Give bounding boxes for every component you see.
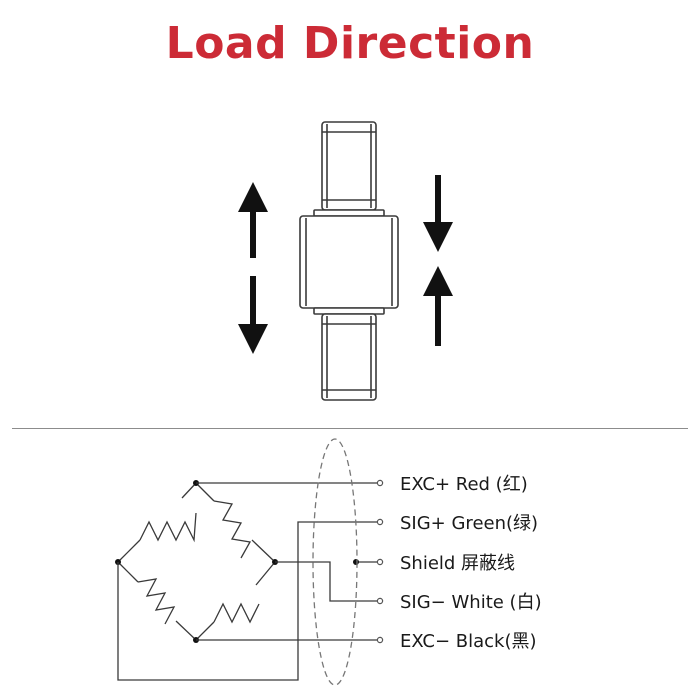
wire-terminals [376,479,384,644]
shield-junction [353,559,359,565]
top-threaded-stud [313,121,385,217]
bottom-threaded-stud [313,307,385,401]
section-divider [12,428,688,429]
load-cell-sensor [299,121,399,401]
wire-label-sig-minus: SIG− White (白) [400,592,542,613]
resistor-top-left [117,482,197,563]
wire-label-sig-plus: SIG+ Green(绿) [400,513,538,534]
bridge-circuit [115,479,384,681]
tension-arrows [238,182,268,354]
resistor-bottom-left [117,561,197,641]
resistor-top-right [195,482,276,563]
arrow-down-icon [238,276,268,354]
arrow-down-icon [423,175,453,252]
resistor-bottom-right [195,561,276,641]
arrow-up-icon [238,182,268,258]
wire-label-shield: Shield 屏蔽线 [400,553,515,574]
wire-sig-minus [275,561,378,602]
arrow-up-icon [423,266,453,346]
sensor-body [299,215,399,309]
wire-label-exc-plus: EXC+ Red (红) [400,474,528,495]
wire-sig-plus [117,521,378,681]
wire-label-exc-minus: EXC− Black(黑) [400,631,537,652]
shield-ellipse [312,438,358,686]
wire-labels: EXC+ Red (红) SIG+ Green(绿) Shield 屏蔽线 SI… [400,474,542,652]
page-title: Load Direction [165,18,535,69]
compression-arrows [423,175,453,346]
